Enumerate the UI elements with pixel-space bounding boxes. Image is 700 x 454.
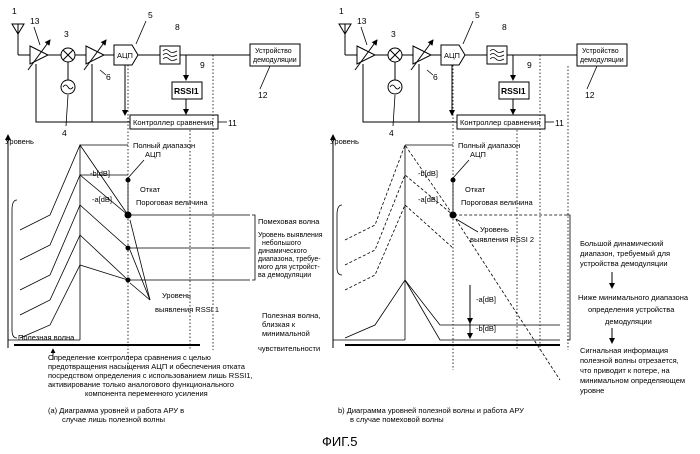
demod-label-2: демодуляции	[580, 57, 624, 64]
ref-1: 1	[12, 6, 17, 16]
level-axis-label: Уровень	[5, 137, 34, 146]
backoff-label: Откат	[140, 185, 161, 194]
antenna-icon	[339, 24, 351, 55]
stage-lines	[128, 55, 568, 370]
ref-9: 9	[527, 60, 532, 70]
threshold-label: Пороговая величина	[136, 198, 208, 207]
note-line-2: предотвращения насыщения АЦП и обеспечен…	[48, 362, 246, 371]
antenna-icon	[12, 24, 24, 55]
minus-a-label: -a[dB]	[418, 195, 438, 204]
interfering-wave-label: Помеховая волна	[258, 217, 320, 226]
loss-line-1: Сигнальная информация	[580, 346, 668, 355]
big-range-line-2: диапазон, требуемый для	[580, 249, 670, 258]
loss-line-4: минимальном определяющем	[580, 376, 685, 385]
caption-a-2: случае лишь полезной волны	[62, 415, 165, 424]
ref-5: 5	[148, 10, 153, 20]
big-range-line-3: устройства демодуляции	[580, 259, 668, 268]
ref-5: 5	[475, 10, 480, 20]
desired-wave-label: Полезная волна	[18, 333, 75, 342]
rssi-label: RSSI1	[501, 86, 526, 96]
rssi-level-label-1: Уровень	[162, 291, 191, 300]
ref-11: 11	[228, 118, 237, 128]
ref-9: 9	[200, 60, 205, 70]
note-line-4: активирование только аналогового функцио…	[48, 380, 234, 389]
detect-line-3: динамического	[258, 248, 307, 255]
rssi-level-label-2: выявления RSSI 1	[155, 305, 219, 314]
below-line-1: Ниже минимального диапазона	[578, 293, 689, 302]
caption-b-1: b) Диаграмма уровней полезной волны и ра…	[338, 406, 524, 415]
ref-8: 8	[175, 22, 180, 32]
minus-b-label: -b[dB]	[418, 169, 438, 178]
adc-label: АЦП	[444, 51, 460, 60]
block-diagram-right: 1 13 3 6 АЦП 5 8 RSSI1 9 Устройство демо…	[339, 6, 627, 138]
block-diagram-left: 1 13 3 6 АЦП 5 8 RSSI1 9	[12, 6, 300, 138]
note-line-5: компонента переменного усиления	[85, 389, 208, 398]
comparator-label: Контроллер сравнения	[133, 118, 213, 127]
ref-6: 6	[106, 72, 111, 82]
full-range-label-1: Полный диапазон	[458, 141, 520, 150]
minus-b-low-label: -b[dB]	[476, 324, 496, 333]
ref-12: 12	[258, 90, 268, 100]
figure-title: ФИГ.5	[322, 434, 358, 449]
comparator-label: Контроллер сравнения	[460, 118, 540, 127]
minus-a-label: -a[dB]	[92, 195, 112, 204]
caption-b-2: в случае помеховой волны	[350, 415, 444, 424]
level-diagram-a: Уровень -b[dB] -a[dB] Полный диапазон АЦ…	[5, 135, 253, 424]
ref-11: 11	[555, 118, 564, 128]
detect-line-6: ва демодуляции	[258, 272, 311, 279]
loss-line-2: полезной волны отрезается,	[580, 356, 679, 365]
rssi-level-label-1: Уровень	[480, 225, 509, 234]
full-range-label-2: АЦП	[470, 150, 486, 159]
rssi-level-label-2: выявления RSSI 2	[470, 235, 534, 244]
ref-13: 13	[30, 16, 40, 26]
minus-a-low-label: -a[dB]	[476, 295, 496, 304]
near-line-3: минимальной	[262, 329, 310, 338]
ref-4: 4	[62, 128, 67, 138]
below-line-2: определения устройства	[588, 305, 675, 314]
ref-6: 6	[433, 72, 438, 82]
detect-line-4: диапазона, требуе-	[258, 255, 321, 263]
level-diagram-b: Уровень -b[dB] -a[dB] Полный диапазон АЦ…	[330, 135, 568, 424]
ref-3: 3	[64, 29, 69, 39]
ref-4: 4	[389, 128, 394, 138]
near-line-2: близкая к	[262, 320, 296, 329]
ref-1: 1	[339, 6, 344, 16]
backoff-label: Откат	[465, 185, 486, 194]
threshold-label: Пороговая величина	[461, 198, 533, 207]
near-line-4: чувствительности	[258, 344, 320, 353]
adc-label: АЦП	[117, 51, 133, 60]
note-line-3: посредством определения с использованием…	[48, 371, 253, 380]
demod-label-1: Устройство	[255, 47, 292, 55]
rssi-label: RSSI1	[174, 86, 199, 96]
demod-label-1: Устройство	[582, 47, 619, 55]
level-axis-label: Уровень	[330, 137, 359, 146]
detect-line-5: мого для устройст-	[258, 263, 320, 271]
below-line-3: демодуляции	[605, 317, 652, 326]
big-range-line-1: Большой динамический	[580, 239, 663, 248]
ref-8: 8	[502, 22, 507, 32]
demod-label-2: демодуляции	[253, 57, 297, 64]
near-line-1: Полезная волна,	[262, 311, 320, 320]
minus-b-label: -b[dB]	[90, 169, 110, 178]
right-notes: Большой динамический диапазон, требуемый…	[567, 215, 689, 395]
detect-line-2: небольшого	[262, 239, 301, 247]
loss-line-3: что приводит к потере, на	[580, 366, 671, 375]
full-range-label-1: Полный диапазон	[133, 141, 195, 150]
loss-line-5: уровне	[580, 386, 604, 395]
ref-12: 12	[585, 90, 595, 100]
middle-notes: Помеховая волна Уровень выявления неболь…	[252, 215, 323, 353]
ref-13: 13	[357, 16, 367, 26]
ref-3: 3	[391, 29, 396, 39]
full-range-label-2: АЦП	[145, 150, 161, 159]
detect-line-1: Уровень выявления	[258, 232, 323, 239]
caption-a-1: (a) Диаграмма уровней и работа АРУ в	[48, 406, 184, 415]
note-line-1: Определение контроллера сравнения с цель…	[48, 353, 211, 362]
